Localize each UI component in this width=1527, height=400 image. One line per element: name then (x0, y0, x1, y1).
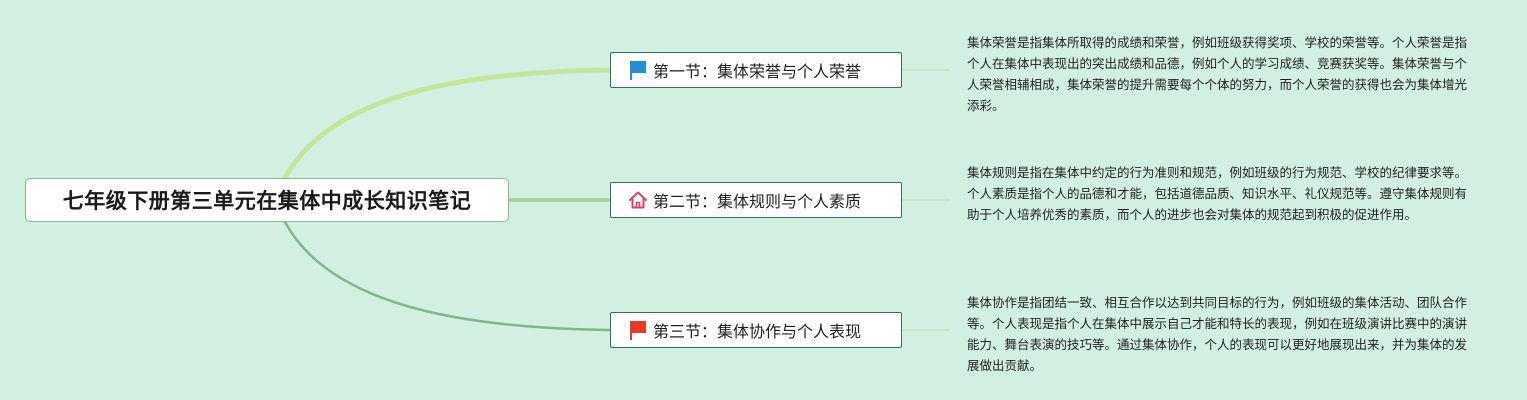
topic-section-1-label: 第一节：集体荣誉与个人荣誉 (653, 62, 862, 81)
topic-section-1[interactable]: 第一节：集体荣誉与个人荣誉 (610, 52, 902, 88)
branch-connector-1 (282, 67, 613, 181)
topic-section-2-label: 第二节：集体规则与个人素质 (653, 192, 862, 211)
topic-section-2[interactable]: 第二节：集体规则与个人素质 (610, 182, 902, 218)
branch-connector-3 (283, 220, 612, 332)
root-topic-label: 七年级下册第三单元在集体中成长知识笔记 (62, 189, 472, 213)
section-3-note: 集体协作是指团结一致、相互合作以达到共同目标的行为，例如班级的集体活动、团队合作… (967, 295, 1468, 373)
root-topic[interactable]: 七年级下册第三单元在集体中成长知识笔记 (25, 178, 509, 222)
topic-section-3-label: 第三节：集体协作与个人表现 (653, 322, 862, 341)
home-icon (627, 189, 649, 211)
section-2-note: 集体规则是指在集体中约定的行为准则和规范，例如班级的行为规范、学校的纪律要求等。… (967, 165, 1468, 222)
section-1-note: 集体荣誉是指集体所取得的成绩和荣誉，例如班级获得奖项、学校的荣誉等。个人荣誉是指… (967, 35, 1468, 113)
red-flag-icon (627, 319, 649, 341)
blue-flag-icon (627, 59, 649, 81)
topic-section-3[interactable]: 第三节：集体协作与个人表现 (610, 312, 902, 348)
